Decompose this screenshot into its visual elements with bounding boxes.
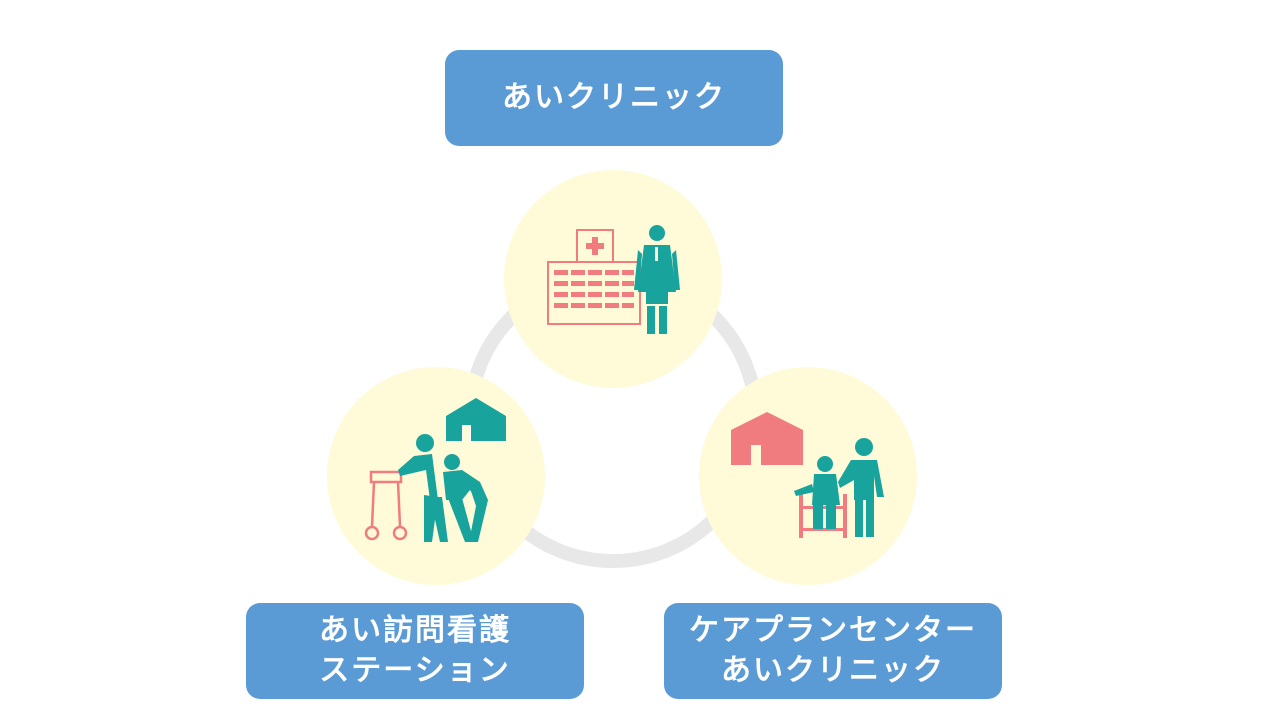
caregiver-assisting-walker-icon — [364, 398, 506, 542]
seated-person-icon — [794, 456, 840, 529]
doctor-icon — [634, 225, 680, 334]
walker-icon — [364, 470, 408, 541]
visiting-nurse-label-line-2: ステーション — [319, 653, 511, 688]
care-plan-center-label-line-2: あいクリニック — [721, 653, 945, 688]
care-plan-center-label: ケアプランセンター あいクリニック — [664, 603, 1002, 699]
hospital-building-icon — [547, 229, 641, 325]
house-icon — [731, 412, 803, 465]
hospital-windows — [554, 270, 634, 308]
house-icon — [446, 398, 506, 441]
medical-cross-icon — [586, 237, 604, 255]
node-circle-care-plan-center — [699, 367, 917, 585]
node-circle-visiting-nurse — [327, 367, 545, 585]
care-plan-center-label-line-1: ケアプランセンター — [689, 613, 977, 648]
visiting-nurse-station-label: あい訪問看護 ステーション — [246, 603, 584, 699]
caregiver-icon — [838, 438, 884, 537]
elderly-person-icon — [398, 434, 448, 542]
clinic-label-line-1: あいクリニック — [502, 80, 726, 115]
node-circle-clinic — [504, 170, 722, 388]
hospital-and-doctor-icon — [547, 225, 680, 334]
caregiver-with-wheelchair-icon — [731, 412, 884, 538]
visiting-nurse-label-line-1: あい訪問看護 — [319, 613, 511, 648]
clinic-label: あいクリニック — [445, 50, 783, 146]
caregiver-icon — [443, 454, 488, 542]
